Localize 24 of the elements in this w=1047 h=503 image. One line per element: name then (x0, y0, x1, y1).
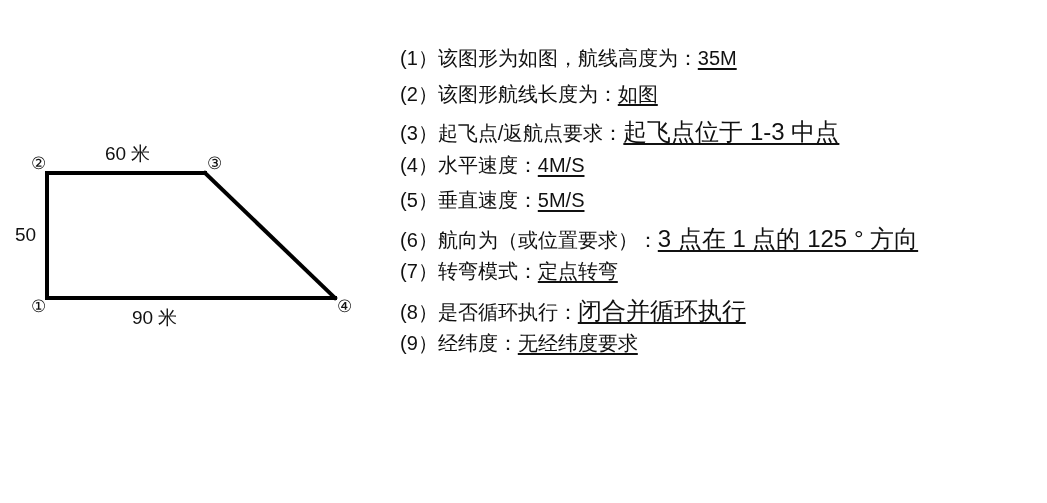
requirement-text: (2）该图形航线长度为： (400, 82, 618, 107)
requirement-text: (9）经纬度： (400, 331, 518, 356)
requirement-value: 定点转弯 (537, 259, 618, 284)
requirement-value: 35M (697, 47, 737, 70)
requirement-text: (6）航向为（或位置要求）： (400, 228, 658, 253)
vertex-number: ④ (335, 298, 353, 316)
requirement-text: (5）垂直速度： (400, 188, 538, 213)
requirement-value: 闭合并循环执行 (577, 296, 746, 326)
edge-label: 60 米 (103, 143, 153, 165)
requirement-value: 3 点在 1 点的 125 ° 方向 (657, 224, 919, 254)
edge-label: 90 米 (130, 307, 180, 329)
requirement-text: (8）是否循环执行： (400, 300, 578, 325)
requirement-text: (1）该图形为如图，航线高度为： (400, 46, 698, 71)
requirement-value: 无经纬度要求 (517, 331, 638, 356)
vertex-number: ② (29, 155, 47, 173)
vertex-number: ① (29, 298, 47, 316)
requirement-value: 4M/S (537, 154, 585, 177)
requirement-value: 5M/S (537, 189, 585, 212)
requirement-value: 如图 (617, 82, 658, 107)
requirement-text: (4）水平速度： (400, 153, 538, 178)
requirement-text: (7）转弯模式： (400, 259, 538, 284)
requirement-text: (3）起飞点/返航点要求： (400, 121, 624, 146)
requirement-value: 起飞点位于 1-3 中点 (623, 117, 840, 147)
vertex-number: ③ (205, 155, 223, 173)
